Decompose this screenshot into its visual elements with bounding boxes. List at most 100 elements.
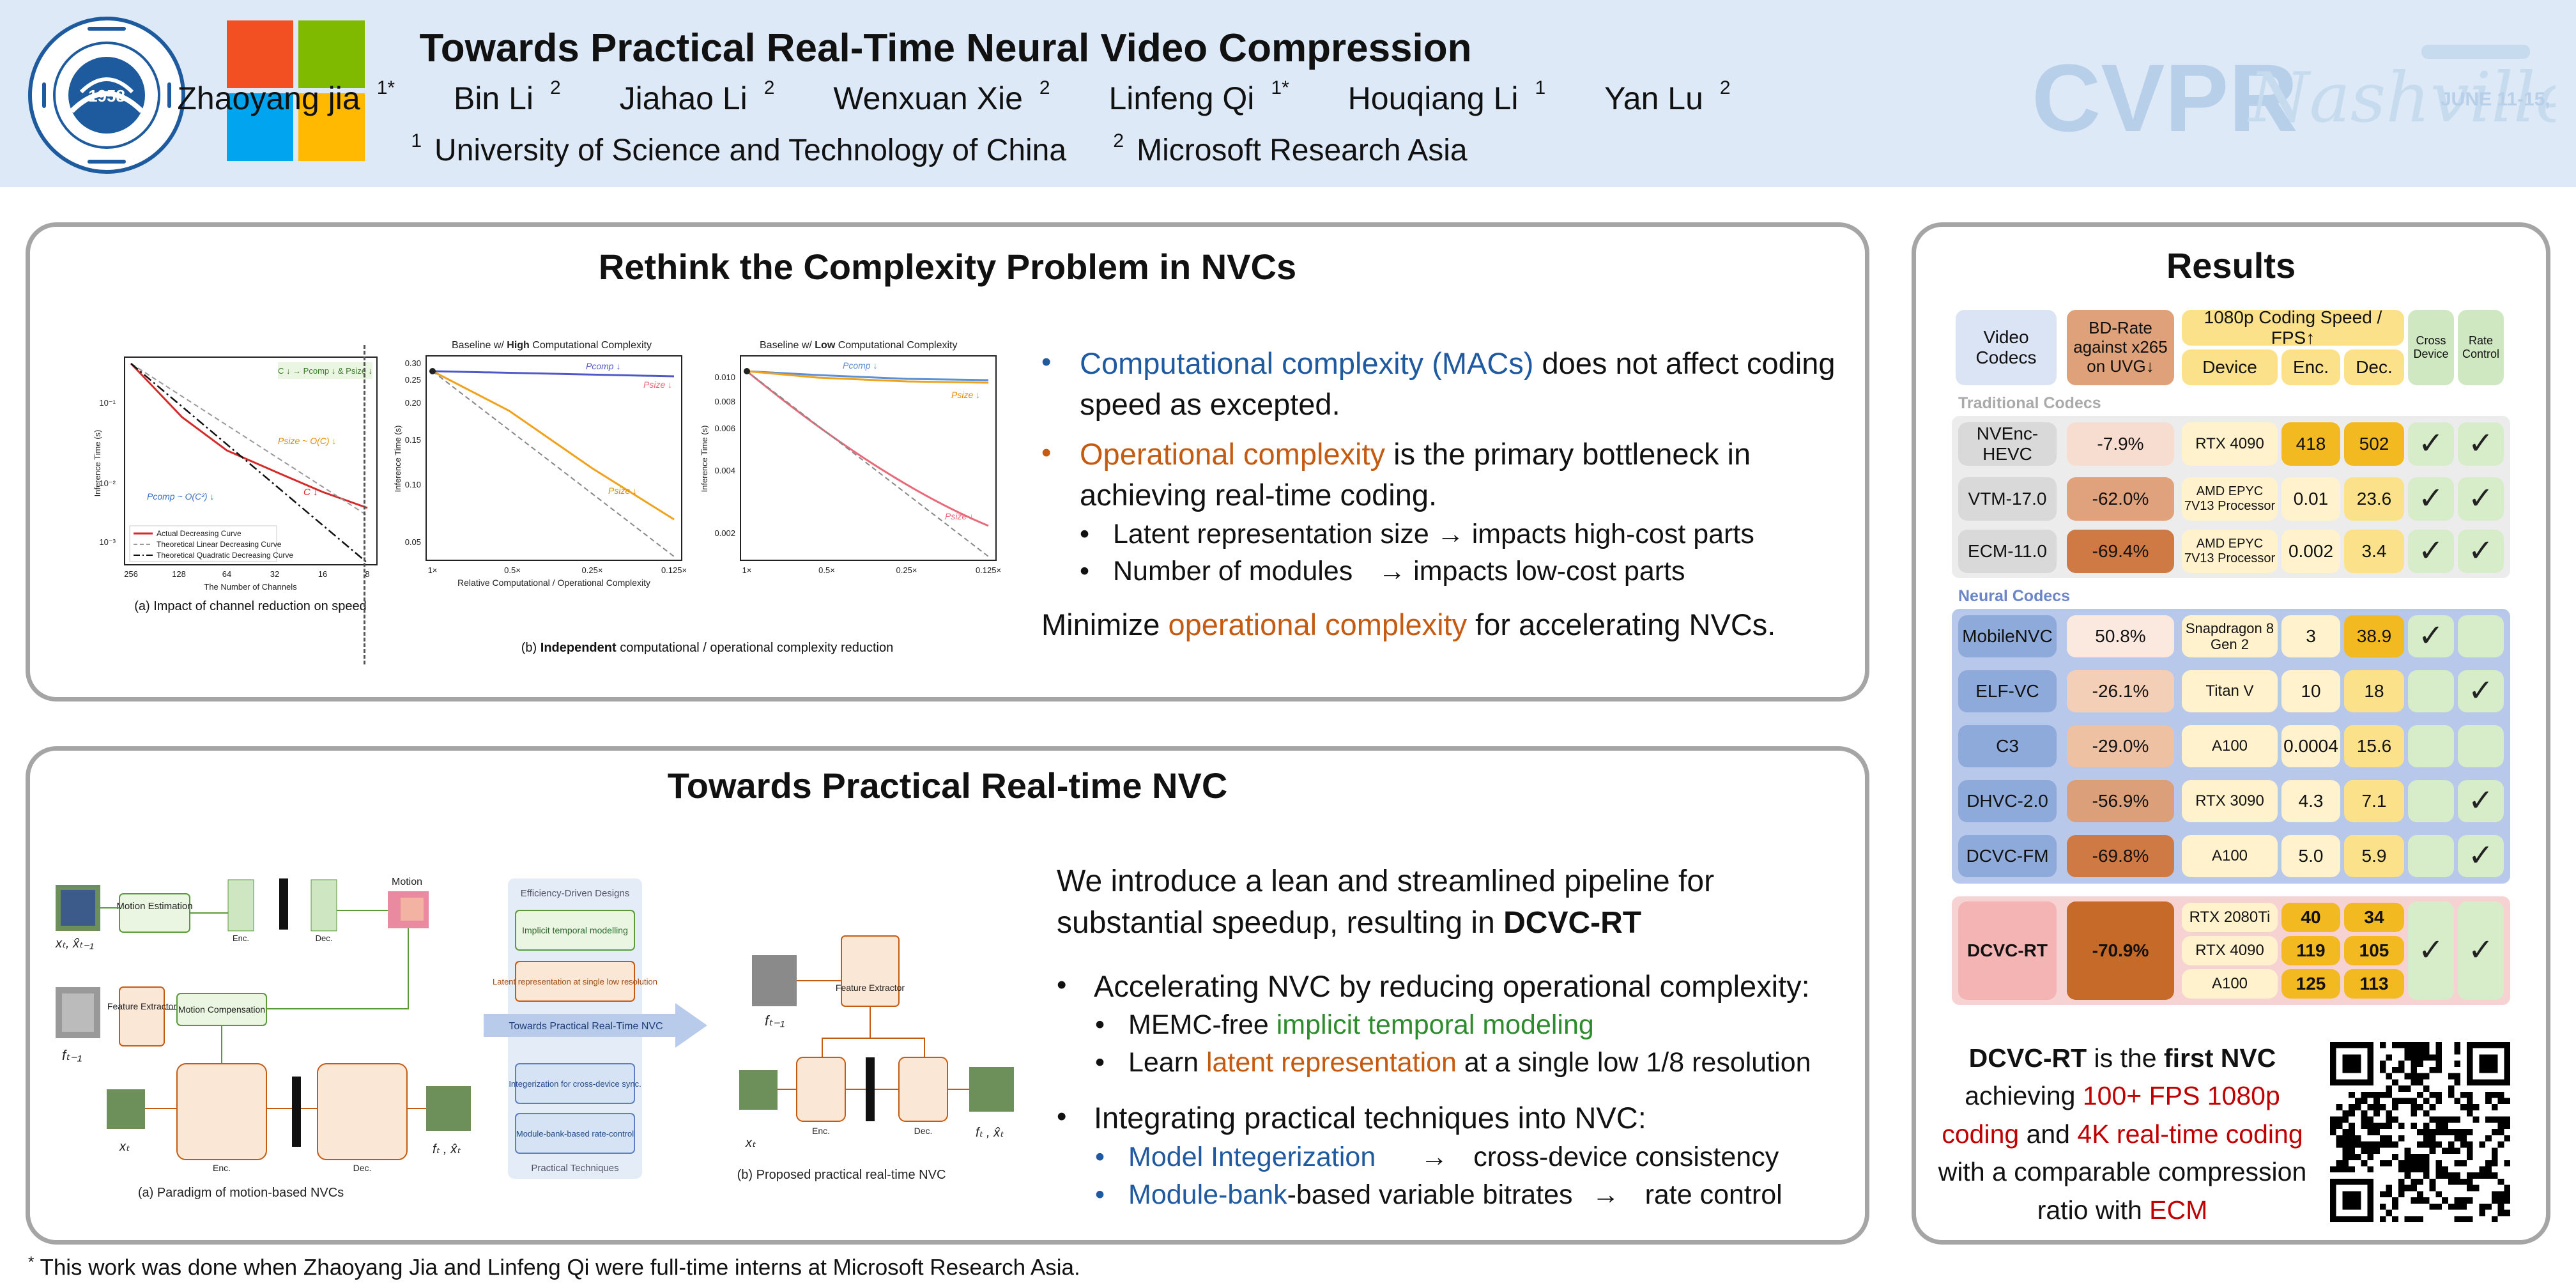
bd-rate-value: -29.0% <box>2067 725 2174 767</box>
prev-feature-label-b: fₜ₋₁ <box>765 1013 785 1029</box>
codec-name: VTM-17.0 <box>1958 477 2057 521</box>
fig-b1-ytick: 0.30 <box>405 358 421 368</box>
results-table: Video Codecs BD-Rate against x265 on UVG… <box>1916 227 2555 1025</box>
fig-b1-size-curve <box>432 370 675 521</box>
enc-fps-value: 5.0 <box>2281 835 2340 877</box>
cross-device-check <box>2408 835 2454 877</box>
fig-a-legend-item: Theoretical Linear Decreasing Curve <box>157 540 282 549</box>
cross-device-check: ✓ <box>2408 615 2454 657</box>
cvpr-logo-script: Nashville <box>2247 58 2556 138</box>
motion-compensation-box: Motion Compensation <box>178 1004 265 1015</box>
practical-item-1: Integerization for cross-device sync. <box>509 1079 641 1089</box>
enc-fps-value: 10 <box>2281 670 2340 712</box>
current-frame-label-b: xₜ <box>745 1136 756 1150</box>
chart-channel-reduction: 10⁻¹ 10⁻² 10⁻³ 256 128 64 32 16 8 The Nu… <box>93 356 378 613</box>
enc-fps-value: 3 <box>2281 615 2340 657</box>
fig-b1-ytick: 0.05 <box>405 537 421 547</box>
enc-fps-value: 125 <box>2281 969 2340 999</box>
fig-a-ytick: 10⁻¹ <box>99 398 116 408</box>
codec-name: ELF-VC <box>1958 670 2057 712</box>
fig-b2-ytick: 0.002 <box>714 528 735 538</box>
device-name: Titan V <box>2182 670 2278 712</box>
dec-fps-value: 113 <box>2344 969 2404 999</box>
fig-b2-size-curve-2 <box>746 370 989 527</box>
sub-bullet-item: •Model Integerization→cross-device consi… <box>1095 1142 1779 1173</box>
device-name: A100 <box>2182 835 2278 877</box>
fig-b2-title-post: Computational Complexity <box>835 340 957 351</box>
fig-b2-title-pre: Baseline w/ <box>760 340 815 351</box>
rate-control-check: ✓ <box>2458 422 2504 466</box>
dec-fps-value: 502 <box>2344 422 2404 466</box>
input-frames-label: xₜ, x̂ₜ₋₁ <box>55 937 94 951</box>
qr-code[interactable] <box>2330 1041 2510 1223</box>
bd-rate-value: -69.8% <box>2067 835 2174 877</box>
fig-b2-label-size1: Psize ↓ <box>951 390 980 400</box>
device-name: RTX 4090 <box>2182 936 2278 965</box>
traditional-label: Traditional Codecs <box>1958 394 2101 412</box>
rate-control-check: ✓ <box>2458 530 2504 573</box>
header-device: Device <box>2182 349 2278 385</box>
ustc-logo: 1958 <box>28 17 185 174</box>
sub-bullet-item: •MEMC-free implicit temporal modeling <box>1095 1009 1594 1041</box>
header-dec: Dec. <box>2344 349 2404 385</box>
fig-b1-title-pre: Baseline w/ <box>452 340 507 351</box>
cvpr-logo-main: CVPR <box>2032 44 2298 151</box>
fig-b1-reference <box>432 371 675 557</box>
enc-label-b: Enc. <box>812 1126 830 1136</box>
current-frame-label-a: xₜ <box>119 1140 130 1154</box>
dec-fps-value: 23.6 <box>2344 477 2404 521</box>
rate-control-check: ✓ <box>2458 901 2504 1000</box>
dec-fps-value: 5.9 <box>2344 835 2404 877</box>
codec-name-ours: DCVC-RT <box>1958 901 2057 1000</box>
caption-b: (b) Proposed practical real-time NVC <box>737 1168 946 1182</box>
rate-control-check: ✓ <box>2458 477 2504 521</box>
fig-a-xlabel: The Number of Channels <box>204 582 297 592</box>
fig-a-legend-item: Theoretical Quadratic Decreasing Curve <box>157 551 293 560</box>
header-speed: 1080p Coding Speed / FPS↑ <box>2182 307 2404 348</box>
device-name: AMD EPYC 7V13 Processor <box>2182 530 2278 573</box>
output-label-a: fₜ , x̂ₜ <box>433 1142 461 1156</box>
practical-panel: Towards Practical Real-time NVC xₜ, x̂ₜ₋… <box>26 746 1869 1245</box>
bitstream-bar-1 <box>279 878 288 930</box>
device-name: RTX 4090 <box>2182 422 2278 466</box>
cross-device-check <box>2408 780 2454 822</box>
fig-a-legend: Actual Decreasing Curve Theoretical Line… <box>129 525 293 562</box>
feature-extractor-b: Feature Extractor <box>836 983 905 993</box>
efficiency-item-2: Latent representation at single low reso… <box>493 977 657 986</box>
motion-label: Motion <box>392 877 422 887</box>
results-summary: DCVC-RT is the first NVC achieving 100+ … <box>1938 1043 2307 1225</box>
cvpr-logo: CVPR Nashville JUNE 11-15, 2025 <box>2032 44 2556 151</box>
fig-b-xlabel: Relative Computational / Operational Com… <box>457 578 650 588</box>
bitstream-bar-3 <box>866 1057 875 1121</box>
microsoft-logo <box>227 20 365 161</box>
fig-a-actual-curve <box>130 362 368 509</box>
fig-b2-ytick: 0.010 <box>714 372 735 382</box>
fig-b2-size-curve <box>746 370 989 384</box>
center-arrow-label: Towards Practical Real-Time NVC <box>509 1021 663 1032</box>
practical-bullets: We introduce a lean and streamlined pipe… <box>1057 861 1855 1213</box>
device-name: A100 <box>2182 725 2278 767</box>
fig-a-annot-c: C ↓ <box>303 487 318 498</box>
fig-b2-reference <box>746 371 989 557</box>
fig-b2-xtick: 0.5× <box>818 565 835 575</box>
fig-b2-ytick: 0.008 <box>714 397 735 406</box>
dec-fps-value: 3.4 <box>2344 530 2404 573</box>
results-panel: Results Video Codecs BD-Rate against x26… <box>1912 222 2550 1245</box>
fig-b2-ytick: 0.004 <box>714 466 735 475</box>
fig-b2-xtick: 1× <box>742 565 752 575</box>
codec-name: C3 <box>1958 725 2057 767</box>
fig-b1-comp-curve <box>432 370 675 378</box>
rate-control-check: ✓ <box>2458 670 2504 712</box>
fig-b1-xtick: 0.125× <box>661 565 687 575</box>
device-name: AMD EPYC 7V13 Processor <box>2182 477 2278 521</box>
dec-fps-value: 15.6 <box>2344 725 2404 767</box>
fig-a-linear-curve <box>130 363 368 516</box>
neural-label: Neural Codecs <box>1958 587 2071 605</box>
chart-high-complexity: Baseline w/ High Computational Complexit… <box>393 340 687 588</box>
